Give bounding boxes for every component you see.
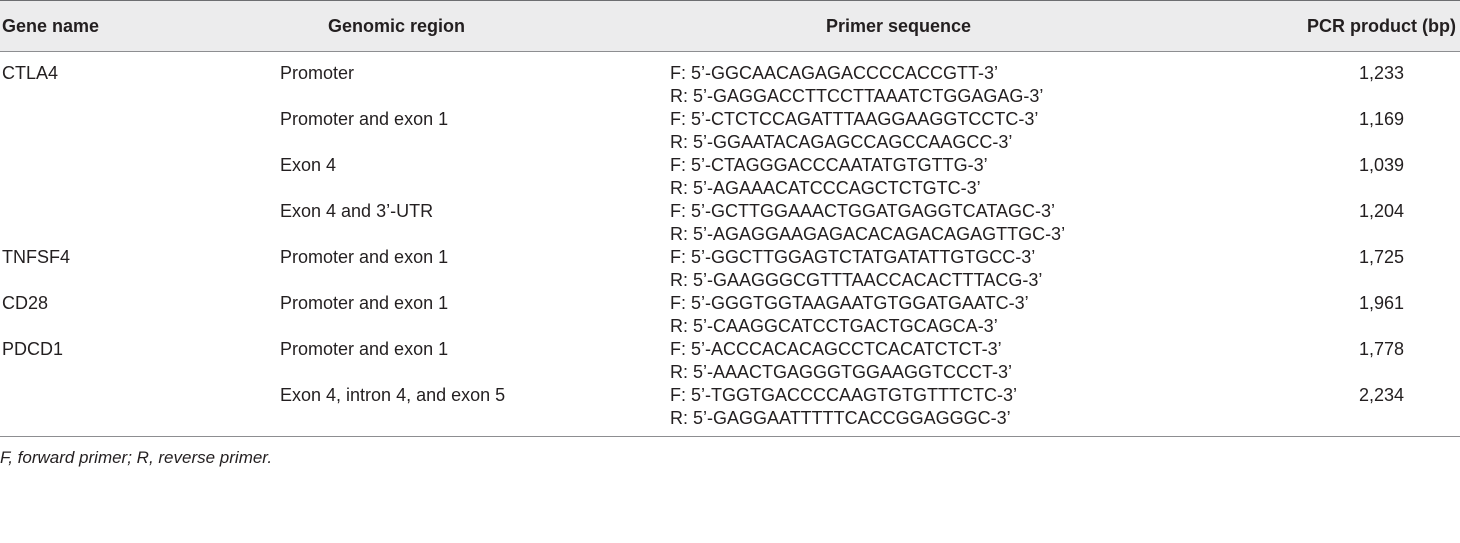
primer-table-container: Gene name Genomic region Primer sequence…: [0, 0, 1460, 467]
table-row: CTLA4 Promoter F: 5’-GGCAACAGAGACCCCACCG…: [0, 52, 1460, 109]
primer-sequence-cell: F: 5’-TGGTGACCCCAAGTGTGTTTCTC-3’ R: 5’-G…: [665, 384, 1105, 436]
gene-name-cell: [0, 384, 280, 436]
table-footnote: F, forward primer; R, reverse primer.: [0, 448, 273, 467]
primer-sequence-cell: F: 5’-GGCTTGGAGTCTATGATATTGTGCC-3’ R: 5’…: [665, 246, 1105, 292]
pcr-product-cell: 1,039: [1358, 155, 1404, 175]
genomic-region-cell: Exon 4 and 3’-UTR: [280, 201, 434, 221]
primer-sequence-cell: F: 5’-GGCAACAGAGACCCCACCGTT-3’ R: 5’-GAG…: [665, 52, 1105, 109]
table-row: Exon 4 and 3’-UTR F: 5’-GCTTGGAAACTGGATG…: [0, 200, 1460, 246]
pcr-product-cell: 1,778: [1358, 339, 1404, 359]
header-genomic-region: Genomic region: [280, 0, 665, 52]
table-bottom-rule: [0, 436, 1460, 437]
gene-name-cell: [0, 108, 280, 154]
primer-sequence-cell: F: 5’-CTAGGGACCCAATATGTGTTG-3’ R: 5’-AGA…: [665, 154, 1105, 200]
gene-name-cell: CD28: [2, 293, 49, 313]
genomic-region-cell: Promoter and exon 1: [280, 247, 449, 267]
gene-name-cell: [0, 200, 280, 246]
reverse-primer: R: 5’-GGAATACAGAGCCAGCCAAGCC-3’: [670, 132, 1013, 152]
genomic-region-cell: Promoter: [280, 63, 355, 83]
genomic-region-cell: Promoter and exon 1: [280, 109, 449, 129]
primer-sequence-cell: F: 5’-ACCCACACAGCCTCACATCTCT-3’ R: 5’-AA…: [665, 338, 1105, 384]
genomic-region-cell: Exon 4: [280, 155, 337, 175]
header-gene-name: Gene name: [0, 0, 280, 52]
pcr-product-cell: 1,961: [1358, 293, 1404, 313]
table-row: CD28 Promoter and exon 1 F: 5’-GGGTGGTAA…: [0, 292, 1460, 338]
pcr-product-cell: 2,234: [1358, 385, 1404, 405]
table-header-row: Gene name Genomic region Primer sequence…: [0, 0, 1460, 52]
gene-name-cell: PDCD1: [2, 339, 64, 359]
forward-primer: F: 5’-TGGTGACCCCAAGTGTGTTTCTC-3’: [670, 385, 1017, 405]
genomic-region-cell: Promoter and exon 1: [280, 339, 449, 359]
header-pcr-product: PCR product (bp): [1105, 0, 1460, 52]
reverse-primer: R: 5’-GAAGGGCGTTTAACCACACTTTACG-3’: [670, 270, 1043, 290]
reverse-primer: R: 5’-CAAGGCATCCTGACTGCAGCA-3’: [670, 316, 998, 336]
table-row: Exon 4 F: 5’-CTAGGGACCCAATATGTGTTG-3’ R:…: [0, 154, 1460, 200]
reverse-primer: R: 5’-GAGGACCTTCCTTAAATCTGGAGAG-3’: [670, 86, 1044, 106]
pcr-product-cell: 1,233: [1358, 63, 1404, 83]
table-row: TNFSF4 Promoter and exon 1 F: 5’-GGCTTGG…: [0, 246, 1460, 292]
table-row: PDCD1 Promoter and exon 1 F: 5’-ACCCACAC…: [0, 338, 1460, 384]
pcr-product-cell: 1,169: [1358, 109, 1404, 129]
gene-name-cell: TNFSF4: [2, 247, 71, 267]
gene-name-cell: CTLA4: [2, 63, 59, 83]
forward-primer: F: 5’-GGCAACAGAGACCCCACCGTT-3’: [670, 63, 999, 83]
primer-sequence-cell: F: 5’-CTCTCCAGATTTAAGGAAGGTCCTC-3’ R: 5’…: [665, 108, 1105, 154]
reverse-primer: R: 5’-AGAGGAAGAGACACAGACAGAGTTGC-3’: [670, 224, 1066, 244]
forward-primer: F: 5’-CTAGGGACCCAATATGTGTTG-3’: [670, 155, 988, 175]
pcr-product-cell: 1,725: [1358, 247, 1404, 267]
forward-primer: F: 5’-GCTTGGAAACTGGATGAGGTCATAGC-3’: [670, 201, 1056, 221]
reverse-primer: R: 5’-AGAAACATCCCAGCTCTGTC-3’: [670, 178, 981, 198]
forward-primer: F: 5’-ACCCACACAGCCTCACATCTCT-3’: [670, 339, 1002, 359]
table-row: Exon 4, intron 4, and exon 5 F: 5’-TGGTG…: [0, 384, 1460, 436]
forward-primer: F: 5’-GGCTTGGAGTCTATGATATTGTGCC-3’: [670, 247, 1036, 267]
reverse-primer: R: 5’-GAGGAATTTTTCACCGGAGGGC-3’: [670, 408, 1011, 428]
table-row: Promoter and exon 1 F: 5’-CTCTCCAGATTTAA…: [0, 108, 1460, 154]
genomic-region-cell: Promoter and exon 1: [280, 293, 449, 313]
forward-primer: F: 5’-GGGTGGTAAGAATGTGGATGAATC-3’: [670, 293, 1029, 313]
genomic-region-cell: Exon 4, intron 4, and exon 5: [280, 385, 506, 405]
pcr-product-cell: 1,204: [1358, 201, 1404, 221]
primer-table: Gene name Genomic region Primer sequence…: [0, 0, 1460, 436]
gene-name-cell: [0, 154, 280, 200]
reverse-primer: R: 5’-AAACTGAGGGTGGAAGGTCCCT-3’: [670, 362, 1013, 382]
header-primer-sequence: Primer sequence: [665, 0, 1105, 52]
forward-primer: F: 5’-CTCTCCAGATTTAAGGAAGGTCCTC-3’: [670, 109, 1039, 129]
primer-sequence-cell: F: 5’-GCTTGGAAACTGGATGAGGTCATAGC-3’ R: 5…: [665, 200, 1105, 246]
primer-sequence-cell: F: 5’-GGGTGGTAAGAATGTGGATGAATC-3’ R: 5’-…: [665, 292, 1105, 338]
